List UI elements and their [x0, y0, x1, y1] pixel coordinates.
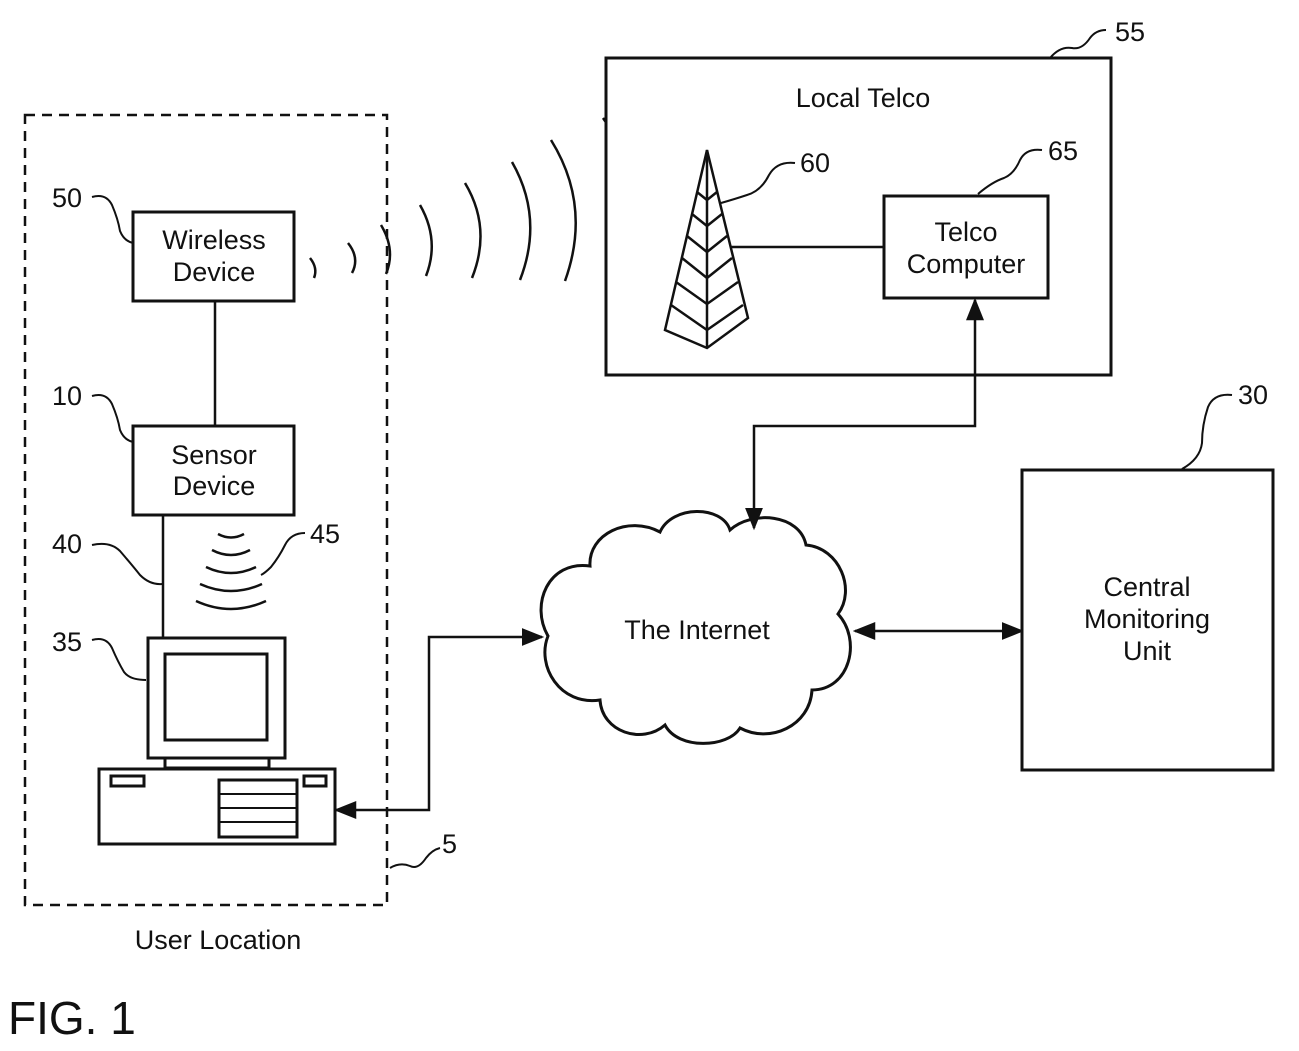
ref-leader-45: [261, 533, 305, 575]
short-range-signal-icon: [196, 534, 266, 609]
ref-number-55: 55: [1115, 17, 1145, 47]
ref-leader-35: [92, 639, 146, 680]
figure-caption: FIG. 1: [8, 992, 136, 1044]
sensor-device-label-line1: Sensor: [171, 440, 257, 470]
computer-internet-link: [336, 637, 542, 810]
ref-number-65: 65: [1048, 136, 1078, 166]
cmu-label-line1: Central: [1103, 572, 1190, 602]
user-location-label: User Location: [135, 925, 302, 955]
ref-number-35: 35: [52, 627, 82, 657]
local-telco-label: Local Telco: [796, 83, 931, 113]
ref-number-30: 30: [1238, 380, 1268, 410]
ref-leader-50: [92, 196, 133, 243]
ref-number-45: 45: [310, 519, 340, 549]
ref-number-50: 50: [52, 183, 82, 213]
wireless-device-label-line2: Device: [173, 257, 256, 287]
long-range-signal-icon: [310, 118, 648, 281]
cmu-label-line2: Monitoring: [1084, 604, 1210, 634]
telco-computer-box: [884, 196, 1048, 298]
ref-leader-30: [1182, 395, 1232, 469]
telco-computer-label-line1: Telco: [934, 217, 997, 247]
ref-leader-40: [92, 544, 162, 584]
ref-number-40: 40: [52, 529, 82, 559]
internet-label: The Internet: [624, 615, 770, 645]
telco-computer-label-line2: Computer: [907, 249, 1026, 279]
ref-number-5: 5: [442, 829, 457, 859]
ref-leader-5: [390, 848, 440, 868]
ref-leader-10: [92, 395, 133, 442]
ref-number-10: 10: [52, 381, 82, 411]
computer-icon: [99, 638, 335, 844]
ref-number-60: 60: [800, 148, 830, 178]
cmu-label-line3: Unit: [1123, 636, 1172, 666]
wireless-device-label-line1: Wireless: [162, 225, 266, 255]
sensor-device-label-line2: Device: [173, 471, 256, 501]
ref-leader-55: [1050, 30, 1106, 58]
